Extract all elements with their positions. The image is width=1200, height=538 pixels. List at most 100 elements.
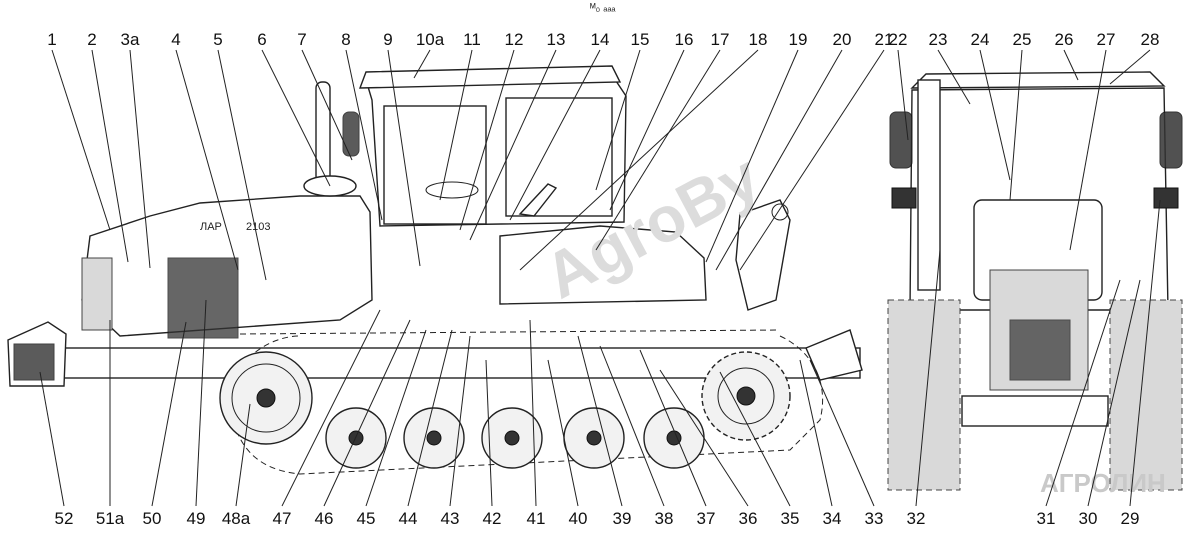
front-cab-roof bbox=[910, 71, 1166, 89]
front-bottom-guard bbox=[961, 395, 1109, 427]
hitch-hook bbox=[771, 203, 789, 221]
callout-label-top: 24 bbox=[971, 30, 990, 49]
leader-line bbox=[469, 49, 557, 241]
leader-line bbox=[595, 49, 721, 251]
front-left-light bbox=[891, 187, 917, 209]
road-wheel bbox=[481, 407, 543, 469]
callout-label-bottom: 44 bbox=[399, 509, 418, 528]
callout-label-top: 3a bbox=[121, 30, 140, 49]
callout-label-top: 26 bbox=[1055, 30, 1074, 49]
callout-label-bottom: 29 bbox=[1121, 509, 1140, 528]
callout-label-bottom: 33 bbox=[865, 509, 884, 528]
leader-line bbox=[485, 359, 493, 507]
callout-label-top: 25 bbox=[1013, 30, 1032, 49]
leader-line bbox=[261, 49, 331, 187]
leader-line bbox=[529, 319, 537, 507]
leader-line bbox=[659, 369, 749, 507]
leader-line bbox=[577, 335, 623, 507]
road-wheel bbox=[563, 407, 625, 469]
callout-label-bottom: 36 bbox=[739, 509, 758, 528]
leader-line bbox=[609, 49, 685, 211]
leader-line bbox=[301, 49, 353, 161]
callout-label-bottom: 41 bbox=[527, 509, 546, 528]
callout-label-top: 5 bbox=[213, 30, 222, 49]
callout-label-top: 28 bbox=[1141, 30, 1160, 49]
front-left-track bbox=[887, 299, 961, 491]
side-view: ЛАР 2103 bbox=[7, 65, 863, 475]
leader-line bbox=[439, 49, 473, 201]
callout-label-top: 15 bbox=[631, 30, 650, 49]
callout-label-top: 17 bbox=[711, 30, 730, 49]
callout-label-bottom: 31 bbox=[1037, 509, 1056, 528]
callout-label-top: 22 bbox=[889, 30, 908, 49]
caption-small: ᴹ₀ ₐₐₐ bbox=[590, 2, 616, 14]
callout-label-top: 14 bbox=[591, 30, 610, 49]
callout-label-bottom: 30 bbox=[1079, 509, 1098, 528]
model-text: 2103 bbox=[246, 221, 270, 233]
leader-line bbox=[705, 49, 799, 263]
callout-label-top: 27 bbox=[1097, 30, 1116, 49]
callout-label-top: 4 bbox=[171, 30, 180, 49]
drive-sprocket bbox=[701, 351, 791, 441]
callout-label-bottom: 46 bbox=[315, 509, 334, 528]
fuel-tank bbox=[499, 225, 707, 305]
callout-label-top: 20 bbox=[833, 30, 852, 49]
cab-rear-window bbox=[505, 97, 613, 217]
leader-line bbox=[387, 49, 421, 267]
leader-line bbox=[915, 249, 941, 507]
callout-label-top: 23 bbox=[929, 30, 948, 49]
leader-line bbox=[51, 49, 111, 231]
callout-label-bottom: 32 bbox=[907, 509, 926, 528]
leader-line bbox=[1109, 49, 1151, 85]
front-left-mirror bbox=[889, 111, 913, 169]
leader-line bbox=[175, 49, 239, 271]
cab-door-window bbox=[383, 105, 487, 225]
leader-line bbox=[1045, 279, 1121, 507]
leader-line bbox=[1087, 279, 1141, 507]
callout-label-bottom: 48a bbox=[222, 509, 251, 528]
callout-label-top: 7 bbox=[297, 30, 306, 49]
rear-hitch bbox=[735, 199, 791, 311]
leader-line bbox=[639, 349, 707, 507]
leader-line bbox=[413, 49, 431, 79]
operator-seat bbox=[518, 183, 558, 217]
callout-label-top: 16 bbox=[675, 30, 694, 49]
leader-line bbox=[323, 319, 411, 507]
callout-label-bottom: 52 bbox=[55, 509, 74, 528]
leader-line bbox=[1009, 49, 1023, 201]
leader-line bbox=[459, 49, 515, 231]
front-right-light bbox=[1153, 187, 1179, 209]
callout-label-top: 1 bbox=[47, 30, 56, 49]
callout-label-bottom: 42 bbox=[483, 509, 502, 528]
leader-line bbox=[719, 371, 791, 507]
front-exhaust bbox=[917, 79, 941, 291]
leader-line bbox=[799, 359, 833, 507]
callout-label-bottom: 45 bbox=[357, 509, 376, 528]
leader-line bbox=[715, 49, 843, 271]
leader-line bbox=[281, 309, 381, 507]
idler-wheel bbox=[219, 351, 313, 445]
front-grille-inner bbox=[1009, 319, 1071, 381]
road-wheel bbox=[403, 407, 465, 469]
leader-line bbox=[235, 403, 251, 507]
leader-lines bbox=[39, 49, 1161, 507]
front-view bbox=[887, 71, 1183, 491]
leader-line bbox=[937, 49, 971, 105]
callout-label-bottom: 40 bbox=[569, 509, 588, 528]
leader-line bbox=[449, 335, 471, 507]
leader-line bbox=[519, 49, 759, 271]
callout-label-top: 21 bbox=[875, 30, 894, 49]
front-right-mirror bbox=[1159, 111, 1183, 169]
leader-line bbox=[365, 329, 427, 507]
leader-line bbox=[345, 49, 383, 221]
cab-roof bbox=[358, 65, 622, 89]
front-right-track bbox=[1109, 299, 1183, 491]
callout-label-bottom: 47 bbox=[273, 509, 292, 528]
road-wheel bbox=[643, 407, 705, 469]
leader-line bbox=[979, 49, 1011, 181]
leader-line bbox=[1069, 49, 1107, 251]
track-upper bbox=[239, 329, 781, 335]
leader-line bbox=[407, 329, 453, 507]
callout-label-bottom: 43 bbox=[441, 509, 460, 528]
